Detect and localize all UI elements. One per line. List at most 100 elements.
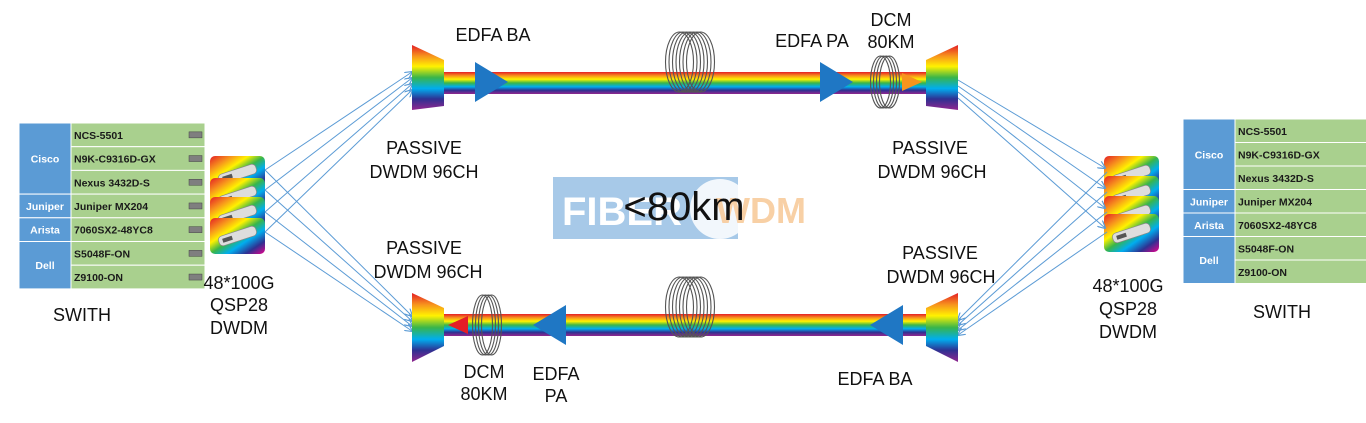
switch-port-icon: [188, 131, 203, 139]
brand-cell: Dell: [35, 260, 54, 272]
model-cell: Nexus 3432D-S: [1238, 173, 1314, 185]
passive-dwdm-label-br-2: DWDM 96CH: [886, 267, 995, 287]
fanout-line: [957, 97, 1105, 228]
model-cell: NCS-5501: [74, 130, 123, 142]
passive-dwdm-label-tr-1: PASSIVE: [892, 138, 968, 158]
fanout-line: [958, 191, 1108, 325]
fanout-line: [264, 231, 412, 331]
model-row: [1234, 259, 1366, 284]
model-cell: S5048F-ON: [74, 248, 130, 260]
dcm-label-bottom-line2: 80KM: [460, 384, 507, 404]
edfa-amplifier-icon: [870, 305, 903, 345]
qsfp28-transceiver-icon: [210, 156, 265, 254]
model-cell: 7060SX2-48YC8: [1238, 220, 1317, 232]
edfa-amplifier-icon: [475, 62, 508, 102]
dcm-label-top-line1: DCM: [871, 10, 912, 30]
edfa-pa-label-top: EDFA PA: [775, 31, 849, 51]
dcm-label-bottom-line1: DCM: [464, 362, 505, 382]
model-cell: NCS-5501: [1238, 126, 1287, 138]
dwdm-mux-icon: [412, 293, 444, 362]
model-cell: S5048F-ON: [1238, 243, 1294, 255]
switch-port-icon: [188, 155, 203, 162]
watermark-text-right: WDM: [716, 190, 806, 231]
fanout-line: [958, 171, 1108, 320]
switch-label-left: SWITH: [53, 305, 111, 325]
edfa-ba-label-top: EDFA BA: [455, 25, 530, 45]
model-cell: Juniper MX204: [1238, 196, 1312, 208]
fanout-line: [958, 231, 1108, 335]
fanout-line: [957, 85, 1105, 188]
fiberwdm-watermark-logo: FIBER WDM: [553, 177, 806, 239]
fanout-line: [957, 79, 1105, 168]
edfa-amplifier-icon: [533, 305, 566, 345]
model-cell: Z9100-ON: [74, 272, 123, 284]
transceiver-label-line: QSP28: [210, 295, 268, 315]
dwdm-mux-icon: [926, 45, 958, 110]
transceiver-label-left: 48*100G QSP28 DWDM: [203, 273, 274, 338]
brand-cell: Cisco: [31, 154, 60, 166]
qsfp28-transceiver-icon: [1104, 156, 1159, 252]
switch-port-icon: [188, 179, 203, 186]
brand-cell: Juniper: [1190, 196, 1228, 208]
passive-dwdm-label-bl-1: PASSIVE: [386, 238, 462, 258]
brand-cell: Juniper: [26, 201, 64, 213]
transceiver-label-line: QSP28: [1099, 299, 1157, 319]
distance-label: <80km: [623, 185, 744, 229]
watermark-text-left: FIBER: [562, 190, 682, 234]
fanout-line: [264, 211, 412, 326]
transceiver-label-line: 48*100G: [203, 273, 274, 293]
passive-dwdm-label-br-1: PASSIVE: [902, 243, 978, 263]
fanout-line: [958, 211, 1108, 330]
edfa-pa-label-bottom-line1: EDFA: [532, 364, 579, 384]
fanout-line: [264, 169, 412, 316]
model-cell: Nexus 3432D-S: [74, 177, 150, 189]
brand-cell: Arista: [1194, 220, 1224, 232]
edfa-amplifier-icon: [820, 62, 853, 102]
model-cell: 7060SX2-48YC8: [74, 225, 153, 237]
model-cell: Z9100-ON: [1238, 267, 1287, 279]
brand-cell: Dell: [1199, 255, 1218, 267]
fanout-line: [264, 84, 412, 213]
fiber-coil-icon: [664, 31, 716, 93]
dcm-label-top-line2: 80KM: [867, 32, 914, 52]
qsfp28-module-icon: [1104, 214, 1159, 252]
switch-label-right: SWITH: [1253, 302, 1311, 322]
dwdm-mux-icon: [926, 293, 958, 362]
dwdm-mux-icon: [412, 45, 444, 110]
fanout-line: [264, 72, 412, 171]
transceiver-label-line: 48*100G: [1092, 276, 1163, 296]
passive-dwdm-label-bl-2: DWDM 96CH: [373, 262, 482, 282]
transceiver-label-line: DWDM: [210, 318, 268, 338]
fiber-coil-icon: [664, 276, 716, 338]
model-row: [70, 264, 206, 290]
edfa-ba-label-bottom: EDFA BA: [837, 369, 912, 389]
switch-port-icon: [188, 226, 203, 233]
signal-arrow-icon: [902, 73, 922, 91]
signal-arrow-icon: [448, 316, 468, 334]
passive-dwdm-label-tl-2: DWDM 96CH: [369, 162, 478, 182]
passive-dwdm-label-tr-2: DWDM 96CH: [877, 162, 986, 182]
fanout-line: [264, 189, 412, 321]
transceiver-label-line: DWDM: [1099, 322, 1157, 342]
switch-port-icon: [188, 250, 203, 257]
fiber-coil-icon: [869, 55, 901, 109]
passive-dwdm-label-tl-1: PASSIVE: [386, 138, 462, 158]
switch-port-icon: [188, 202, 203, 210]
qsfp28-module-icon: [210, 218, 265, 254]
fiber-coil-icon: [471, 294, 503, 356]
transceiver-label-right: 48*100G QSP28 DWDM: [1092, 276, 1163, 342]
fanout-line: [264, 78, 412, 191]
fanout-line: [957, 91, 1105, 208]
switch-port-icon: [188, 273, 203, 281]
brand-cell: Arista: [30, 225, 60, 237]
fanout-lines: [264, 72, 1108, 335]
model-cell: N9K-C9316D-GX: [1238, 149, 1320, 161]
fanout-line: [264, 90, 412, 233]
model-cell: N9K-C9316D-GX: [74, 154, 156, 166]
brand-cell: Cisco: [1195, 149, 1224, 161]
fiber-coils: [471, 31, 901, 356]
edfa-pa-label-bottom-line2: PA: [545, 386, 568, 406]
